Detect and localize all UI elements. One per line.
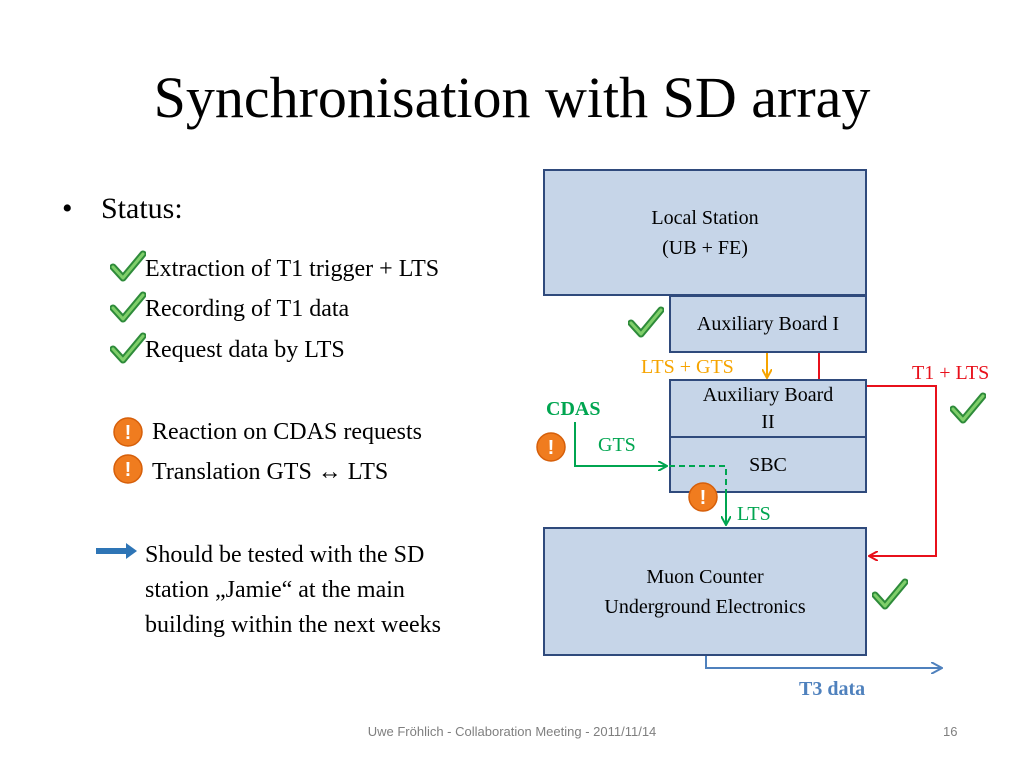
local-station-sublabel: (UB + FE) <box>662 236 748 259</box>
gts-label: GTS <box>598 434 636 456</box>
cdas-label: CDAS <box>546 398 601 420</box>
check-icon <box>110 250 146 282</box>
lts-label: LTS <box>737 503 771 525</box>
warning-item-translation: Translation GTS ↔ LTS <box>152 459 389 485</box>
check-icon <box>110 332 146 364</box>
done-item-request: Request data by LTS <box>145 337 345 363</box>
svg-text:!: ! <box>548 437 555 459</box>
done-item-recording: Recording of T1 data <box>145 296 350 322</box>
svg-text:!: ! <box>700 487 707 509</box>
check-icon <box>110 291 146 323</box>
done-item-extraction: Extraction of T1 trigger + LTS <box>145 256 440 282</box>
svg-text:!: ! <box>125 459 132 481</box>
status-heading: Status: <box>101 192 183 225</box>
aux-board-1-box: Auxiliary Board I <box>669 295 867 353</box>
footer-text: Uwe Fröhlich - Collaboration Meeting - 2… <box>367 724 657 739</box>
aux-board-2-box: Auxiliary Board II <box>669 379 867 438</box>
t1-lts-label: T1 + LTS <box>912 362 990 384</box>
note-line: station „Jamie“ at the main <box>145 577 405 603</box>
warning-item-cdas: Reaction on CDAS requests <box>152 419 422 445</box>
sbc-label: SBC <box>749 454 787 476</box>
arrow-right-icon <box>96 543 137 559</box>
local-station-label: Local Station <box>651 206 759 229</box>
aux-board-2-sublabel: II <box>761 410 775 433</box>
muon-counter-sublabel: Underground Electronics <box>604 595 806 618</box>
local-station-box: Local Station (UB + FE) <box>543 169 867 296</box>
bullet-dot: • <box>62 192 73 225</box>
warning-icon: ! <box>113 417 143 447</box>
t3-arrow <box>705 655 941 668</box>
check-icon <box>628 306 664 338</box>
aux-board-1-label: Auxiliary Board I <box>696 313 840 335</box>
check-icon <box>872 578 908 610</box>
muon-counter-label: Muon Counter <box>646 565 764 588</box>
note-line: Should be tested with the SD <box>145 542 425 568</box>
aux-board-2-label: Auxiliary Board <box>702 383 834 406</box>
svg-text:!: ! <box>125 422 132 444</box>
note-line: building within the next weeks <box>145 612 441 638</box>
note-text: Should be tested with the SD station „Ja… <box>145 538 441 643</box>
slide-title: Synchronisation with SD array <box>153 65 871 130</box>
check-icon <box>950 392 986 424</box>
warning-icon: ! <box>536 432 566 462</box>
t3-data-label: T3 data <box>799 678 866 700</box>
lts-gts-label: LTS + GTS <box>641 356 734 378</box>
warning-icon: ! <box>113 454 143 484</box>
t1-lts-line <box>818 352 937 556</box>
page-number: 16 <box>943 724 958 739</box>
warning-icon: ! <box>688 482 718 512</box>
gts-arrow <box>574 422 666 466</box>
muon-counter-box: Muon Counter Underground Electronics <box>543 527 867 656</box>
